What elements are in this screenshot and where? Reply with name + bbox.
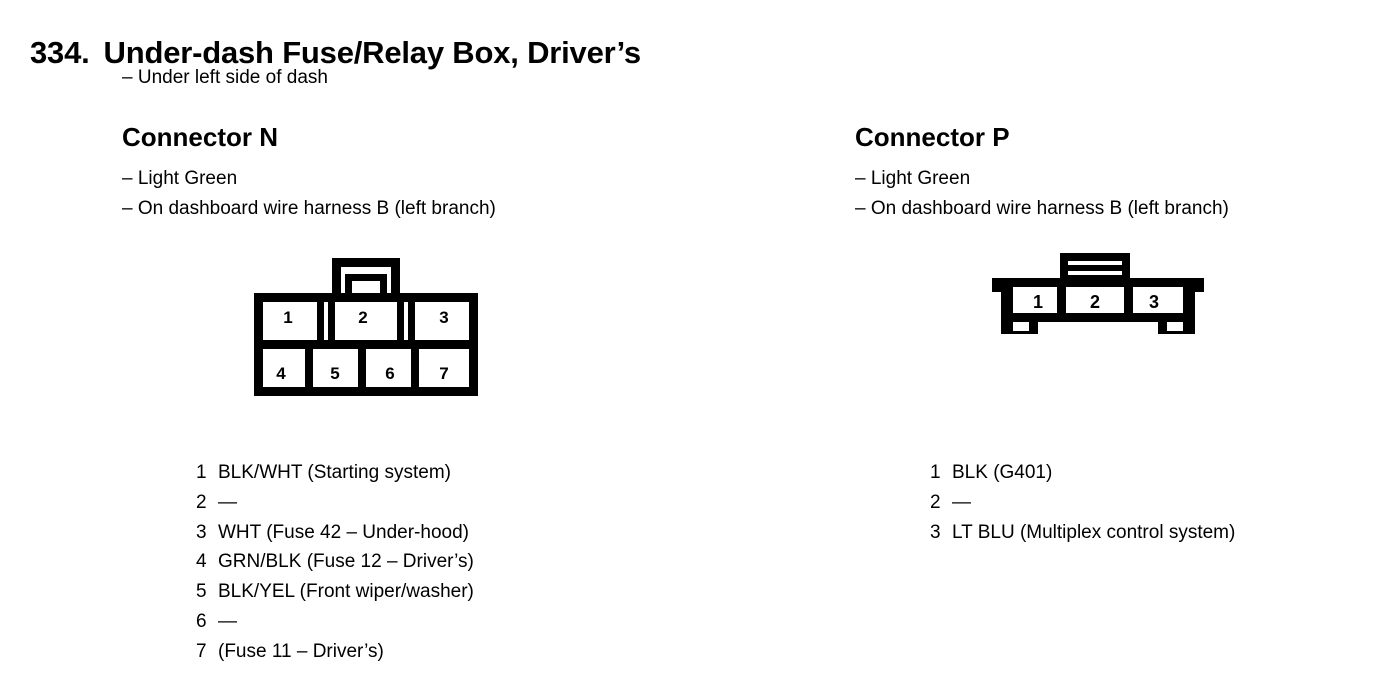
connector-n-cavity-6: 6 <box>385 364 394 383</box>
connector-n-cavity-3: 3 <box>439 308 448 327</box>
pin-list-item: 6— <box>196 607 474 637</box>
connector-n-notes: – Light Green – On dashboard wire harnes… <box>122 164 822 224</box>
pin-list-item: 5 BLK/YEL (Front wiper/washer) <box>196 577 474 607</box>
connector-p-note-harness: – On dashboard wire harness B (left bran… <box>855 198 1229 219</box>
pin-description: LT BLU (Multiplex control system) <box>952 521 1236 543</box>
pin-list-item: 2— <box>930 488 1235 518</box>
pin-number: 3 <box>930 521 941 543</box>
pin-list-item: 3 LT BLU (Multiplex control system) <box>930 518 1235 548</box>
connector-n-cavity-4: 4 <box>276 364 286 383</box>
connector-n-cavity-7: 7 <box>439 364 448 383</box>
connector-p-cavity-2: 2 <box>1090 292 1100 312</box>
connector-n-note-color: – Light Green <box>122 168 238 189</box>
connector-p-notes: – Light Green – On dashboard wire harnes… <box>855 164 1375 224</box>
pin-description: GRN/BLK (Fuse 12 – Driver’s) <box>218 551 474 573</box>
page-title: 334. Under-dash Fuse/Relay Box, Driver’s <box>30 37 641 68</box>
pin-list-item: 1 BLK/WHT (Starting system) <box>196 458 474 488</box>
pin-description: — <box>218 491 237 513</box>
pin-description: BLK/WHT (Starting system) <box>218 462 451 483</box>
connector-n-cavity-1: 1 <box>283 308 292 327</box>
pin-number: 1 <box>930 462 941 483</box>
connector-n-heading: Connector N <box>122 122 278 152</box>
pin-number: 5 <box>196 581 207 603</box>
connector-p-diagram: 1 2 3 <box>988 250 1208 350</box>
pin-description: BLK (G401) <box>952 462 1053 483</box>
pin-number: 3 <box>196 521 207 543</box>
connector-n-cavity-5: 5 <box>330 364 339 383</box>
pin-description: (Fuse 11 – Driver’s) <box>218 640 384 662</box>
pin-number: 2 <box>930 491 941 513</box>
connector-n-diagram: 1 2 3 4 5 6 7 <box>248 250 484 407</box>
pin-list-item: 7 (Fuse 11 – Driver’s) <box>196 637 474 667</box>
pin-list-item: 1 BLK (G401) <box>930 458 1235 488</box>
connector-n-cavity-2: 2 <box>358 308 367 327</box>
pin-description: — <box>218 610 237 632</box>
connector-p-note-color: – Light Green <box>855 168 971 189</box>
connector-n-block: Connector N – Light Green – On dashboard… <box>122 124 822 224</box>
connector-p-block: Connector P – Light Green – On dashboard… <box>855 124 1375 224</box>
pin-list-item: 2— <box>196 488 474 518</box>
page-subtitle: – Under left side of dash <box>122 67 328 88</box>
pin-number: 6 <box>196 610 207 632</box>
pin-description: BLK/YEL (Front wiper/washer) <box>218 581 474 603</box>
pin-number: 7 <box>196 640 207 662</box>
connector-p-cavity-3: 3 <box>1149 292 1159 312</box>
pin-description: — <box>952 491 971 513</box>
page-number: 334. <box>30 34 90 70</box>
page-title-text: Under-dash Fuse/Relay Box, Driver’s <box>103 34 642 70</box>
pin-number: 1 <box>196 462 207 483</box>
pin-list-item: 4 GRN/BLK (Fuse 12 – Driver’s) <box>196 547 474 577</box>
pin-description: WHT (Fuse 42 – Under-hood) <box>218 521 469 543</box>
connector-p-cavity-1: 1 <box>1033 292 1043 312</box>
connector-n-note-harness: – On dashboard wire harness B (left bran… <box>122 198 496 219</box>
pin-list-item: 3 WHT (Fuse 42 – Under-hood) <box>196 518 474 548</box>
pin-number: 2 <box>196 491 207 513</box>
connector-p-heading: Connector P <box>855 122 1010 152</box>
pin-number: 4 <box>196 551 207 573</box>
